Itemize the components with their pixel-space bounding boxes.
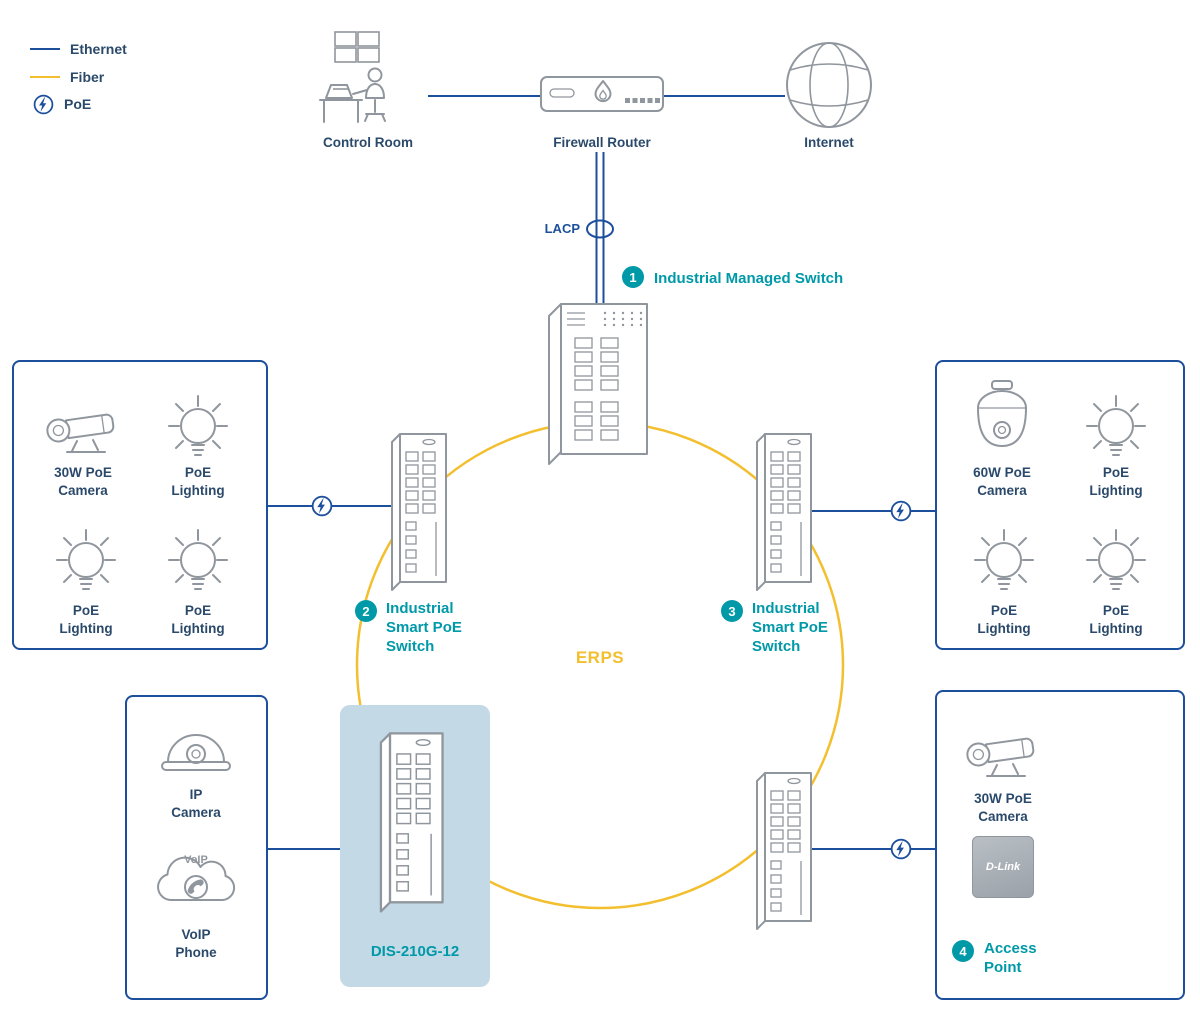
right-box-item-label: PoE Lighting	[1089, 603, 1143, 636]
dome-camera-icon	[151, 722, 241, 778]
firewall-router-icon	[537, 64, 667, 122]
dis-switch-label: DIS-210G-12	[370, 943, 460, 960]
left-box-item-label: PoE Lighting	[171, 603, 225, 636]
poe-light-icon	[158, 386, 238, 472]
left-box-item-label: PoE Lighting	[59, 603, 113, 636]
voip-phone-label: VoIP Phone	[175, 927, 217, 960]
ip-camera-label: IP Camera	[171, 787, 221, 820]
bottom-right-camera-label: 30W PoE Camera	[974, 791, 1032, 824]
right-device-group-box	[935, 360, 1185, 650]
left-device-group-box	[12, 360, 268, 650]
poe-light-icon	[158, 520, 238, 606]
poe-light-icon	[964, 520, 1044, 606]
lacp-ellipse	[586, 219, 614, 239]
voip-cloud-text: VoIP	[184, 854, 208, 866]
smart-switch-right-label: Industrial Smart PoE Switch	[752, 600, 828, 656]
internet-globe-icon	[781, 37, 877, 133]
poe-bolt-icon	[33, 94, 54, 115]
legend-ethernet: Ethernet	[30, 38, 127, 60]
poe-bolt-icon	[890, 838, 912, 860]
legend-fiber-label: Fiber	[70, 69, 105, 85]
left-box-item-label: 30W PoE Camera	[54, 465, 112, 498]
right-box-item-label: PoE Lighting	[1089, 465, 1143, 498]
badge-2: 2	[355, 600, 377, 622]
industrial-smart-poe-switch-left-icon	[386, 424, 456, 594]
left-box-item-label: PoE Lighting	[171, 465, 225, 498]
bullet-camera-icon	[953, 722, 1053, 784]
access-point-icon: D-Link	[972, 836, 1034, 898]
poe-bolt-icon	[890, 500, 912, 522]
badge-1: 1	[622, 266, 644, 288]
poe-light-icon	[1076, 386, 1156, 472]
legend-poe-label: PoE	[64, 96, 92, 112]
dis-210g-12-switch-icon	[374, 722, 454, 916]
managed-switch-label: Industrial Managed Switch	[654, 270, 844, 287]
internet-label: Internet	[804, 135, 854, 150]
control-room-icon	[308, 28, 428, 128]
legend-ethernet-label: Ethernet	[70, 41, 127, 57]
industrial-smart-poe-switch-bottom-icon	[751, 763, 821, 933]
smart-switch-left-label: Industrial Smart PoE Switch	[386, 600, 462, 656]
poe-bolt-icon	[311, 495, 333, 517]
industrial-smart-poe-switch-right-icon	[751, 424, 821, 594]
badge-4: 4	[952, 940, 974, 962]
legend-fiber: Fiber	[30, 66, 104, 88]
right-box-item-label: 60W PoE Camera	[973, 465, 1031, 498]
bullet-camera-icon	[33, 398, 133, 460]
legend-poe: PoE	[33, 93, 91, 115]
ptz-camera-icon	[962, 378, 1042, 466]
poe-light-icon	[46, 520, 126, 606]
lacp-label: LACP	[544, 221, 580, 236]
badge-3: 3	[721, 600, 743, 622]
access-point-label: Access Point	[984, 940, 1037, 977]
poe-light-icon	[1076, 520, 1156, 606]
ethernet-line-sample	[30, 48, 60, 50]
voip-cloud-icon: VoIP	[144, 842, 248, 916]
firewall-router-label: Firewall Router	[553, 135, 651, 150]
access-point-brand: D-Link	[985, 861, 1021, 873]
fiber-line-sample	[30, 76, 60, 78]
erps-label: ERPS	[575, 648, 625, 667]
industrial-managed-switch-icon	[543, 294, 653, 466]
control-room-label: Control Room	[323, 135, 413, 150]
right-box-item-label: PoE Lighting	[977, 603, 1031, 636]
